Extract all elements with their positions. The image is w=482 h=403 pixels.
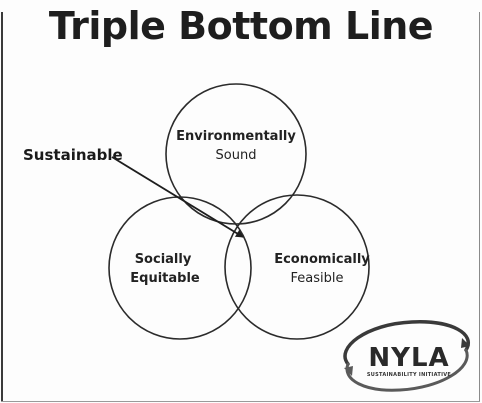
logo-arrow-icon — [461, 338, 470, 348]
slide-frame-left — [1, 12, 3, 402]
economic-label-line2: Feasible — [291, 271, 344, 286]
slide-frame-right — [479, 12, 480, 402]
sustainable-arrow — [111, 156, 244, 238]
social-circle — [108, 196, 252, 340]
logo-subtitle: SUSTAINABILITY INITIATIVE — [367, 372, 452, 378]
environmental-label-line1: Environmentally — [176, 129, 296, 144]
logo-swoosh-bottom — [345, 348, 469, 392]
logo-swoosh-top — [343, 320, 470, 366]
economic-label-line1: Economically — [274, 252, 370, 267]
environmental-label-line2: Sound — [216, 148, 257, 163]
nyla-logo: NYLA SUSTAINABILITY INITIATIVE — [343, 320, 470, 392]
social-label-line2: Equitable — [130, 271, 200, 286]
social-label-line1: Socially — [135, 252, 192, 267]
sustainable-label: Sustainable — [23, 146, 123, 164]
logo-arrow-icon — [344, 366, 353, 376]
economic-circle — [224, 194, 370, 340]
slide-title: Triple Bottom Line — [48, 4, 434, 48]
logo-text: NYLA — [368, 343, 449, 373]
slide-frame-bottom — [1, 401, 480, 402]
